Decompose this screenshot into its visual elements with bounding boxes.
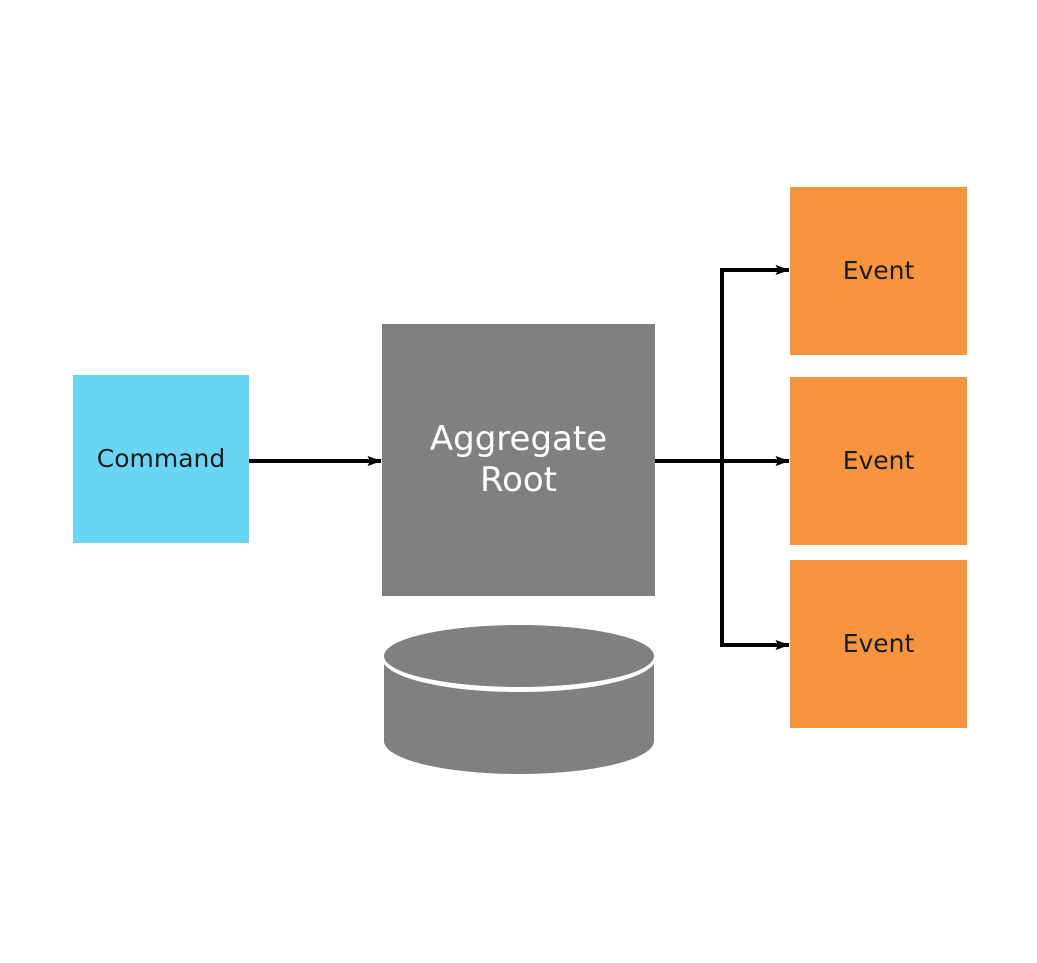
node-event-3-label: Event	[842, 628, 915, 658]
node-aggregate-root[interactable]: Aggregate Root	[382, 324, 655, 596]
node-datastore[interactable]	[381, 623, 657, 777]
database-cylinder-icon	[381, 625, 657, 774]
node-command[interactable]: Command	[73, 375, 249, 543]
edge-aggregate-root-trunk	[655, 270, 790, 645]
node-event-3[interactable]: Event	[790, 560, 967, 728]
node-event-2-label: Event	[842, 445, 915, 475]
node-event-1[interactable]: Event	[790, 187, 967, 355]
node-event-2[interactable]: Event	[790, 377, 967, 545]
node-event-1-label: Event	[842, 255, 915, 285]
node-command-label: Command	[96, 443, 226, 473]
node-aggregate-root-label: Aggregate Root	[429, 418, 608, 500]
